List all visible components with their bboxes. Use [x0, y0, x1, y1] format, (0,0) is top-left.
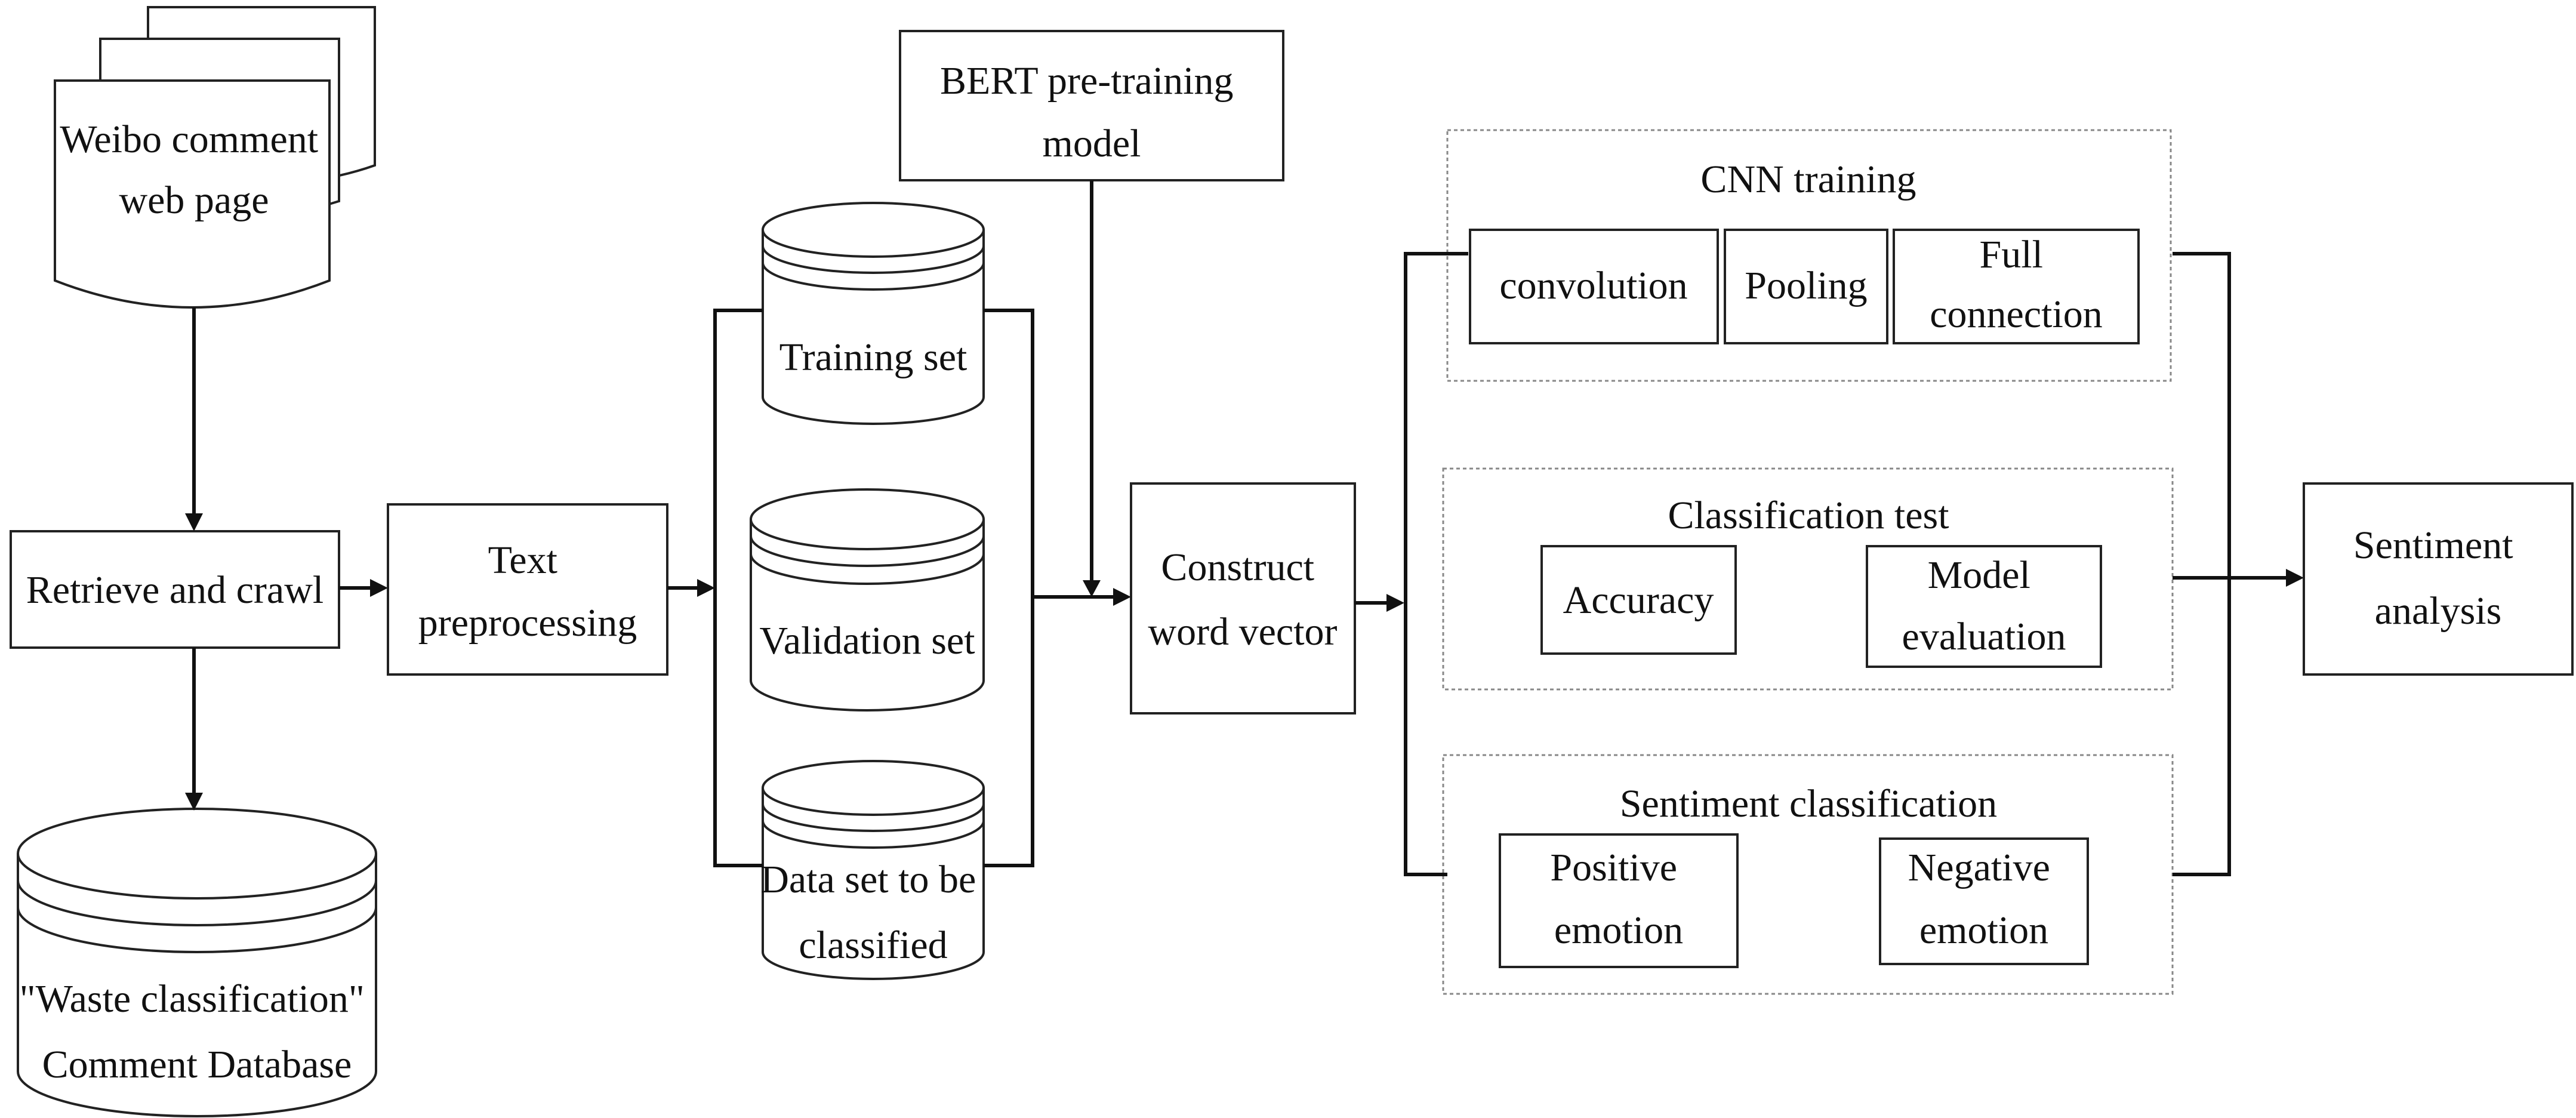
comment-database-node: "Waste classification" Comment Database	[17, 808, 377, 1117]
sentiment-classification-title: Sentiment classification	[1620, 782, 1997, 826]
arrowhead	[2286, 569, 2304, 587]
accuracy-box	[1540, 545, 1737, 655]
full-connection-label: Full connection	[1930, 233, 2103, 336]
cnn-training-title: CNN training	[1700, 158, 1916, 201]
classification-test-group: Classification test Accuracy Model evalu…	[1442, 467, 2174, 691]
dataset-to-classify-label: Data set to be classified	[760, 858, 986, 967]
comment-database-label: "Waste classification" Comment Database	[20, 977, 375, 1086]
groups-right-bracket	[2173, 252, 2231, 876]
arrowhead	[1386, 594, 1404, 612]
arrowhead	[370, 579, 388, 597]
sentiment-classification-group: Sentiment classification Positive emotio…	[1442, 754, 2174, 995]
negative-emotion-label: Negative emotion	[1908, 846, 2060, 952]
connectors	[185, 180, 2304, 876]
full-connection-box	[1893, 229, 2140, 344]
arrowhead	[185, 513, 203, 531]
right-bracket	[984, 309, 1034, 867]
convolution-label: convolution	[1499, 264, 1687, 307]
dataset-to-classify-node: Data set to be classified	[760, 760, 986, 980]
weibo-comment-webpage-label: Weibo comment web page	[60, 118, 328, 222]
sentiment-analysis-label: Sentiment analysis	[2353, 523, 2523, 633]
validation-set-node: Validation set	[750, 488, 985, 712]
accuracy-label: Accuracy	[1563, 578, 1714, 622]
construct-word-vector-label: Construct word vector	[1148, 546, 1337, 654]
groups-left-bracket	[1404, 252, 1468, 876]
positive-emotion-label: Positive emotion	[1550, 846, 1687, 952]
weibo-comment-webpage-node: Weibo comment web page	[54, 6, 376, 309]
arrowhead	[185, 793, 203, 811]
construct-word-vector-node: Construct word vector	[1130, 482, 1356, 714]
arrowhead	[1083, 580, 1101, 597]
negative-emotion-box	[1879, 837, 2089, 965]
arrowhead	[697, 579, 715, 597]
left-bracket	[713, 309, 763, 867]
training-set-label: Training set	[779, 335, 967, 379]
pooling-box	[1724, 229, 1888, 344]
model-evaluation-box	[1866, 545, 2102, 668]
classification-test-title: Classification test	[1668, 494, 1949, 537]
text-preprocessing-node: Text preprocessing	[387, 503, 668, 676]
positive-emotion-box	[1499, 833, 1739, 968]
retrieve-and-crawl-label: Retrieve and crawl	[26, 568, 323, 612]
bert-model-node: BERT pre-training model	[899, 30, 1284, 181]
cnn-training-group: CNN training convolution Pooling Full co…	[1446, 129, 2172, 382]
text-preprocessing-label: Text preprocessing	[418, 538, 637, 645]
retrieve-and-crawl-node: Retrieve and crawl	[10, 530, 340, 649]
convolution-box	[1469, 229, 1719, 344]
sentiment-analysis-node: Sentiment analysis	[2303, 482, 2574, 676]
model-evaluation-label: Model evaluation	[1902, 553, 2066, 658]
validation-set-label: Validation set	[759, 619, 975, 663]
bert-model-label: BERT pre-training model	[940, 59, 1243, 165]
training-set-node: Training set	[762, 202, 985, 425]
arrowhead	[1113, 588, 1131, 606]
pooling-label: Pooling	[1745, 264, 1867, 307]
